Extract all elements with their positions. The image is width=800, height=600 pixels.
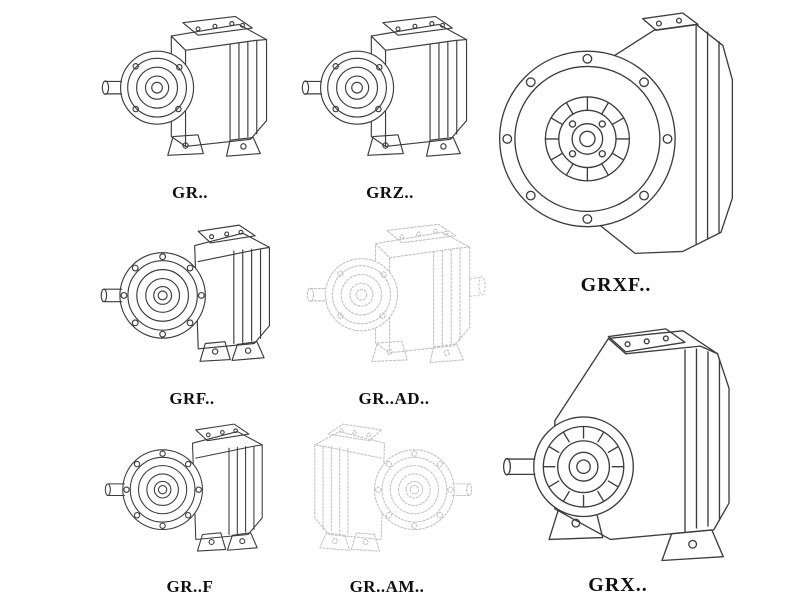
gearbox-drawing-grx: [492, 304, 744, 572]
figure-label-grz: GRZ..: [366, 183, 414, 202]
figure-grxf: GRXF..: [492, 2, 740, 298]
figure-grz: GRZ..: [296, 4, 484, 204]
gearbox-drawing-gram: [288, 410, 486, 576]
gearbox-drawing-grff: [92, 410, 288, 576]
figure-label-grad: GR..AD..: [358, 389, 430, 408]
figure-label-grx: GRX..: [588, 574, 648, 596]
gearbox-drawing-grf: [92, 210, 292, 388]
gearbox-drawing-grz: [296, 4, 484, 182]
figure-grf: GRF..: [92, 210, 292, 410]
figure-grad: GR..AD..: [292, 212, 496, 410]
gearbox-drawing-grxf: [492, 2, 740, 272]
figure-label-grf: GRF..: [169, 389, 215, 408]
adapter-shaft-detail: [469, 276, 486, 298]
figure-grx: GRX..: [492, 304, 744, 598]
figure-label-grxf: GRXF..: [580, 274, 652, 296]
figure-label-grff: GR..F: [166, 577, 214, 596]
gearbox-drawing-gr: [92, 4, 288, 182]
gearbox-drawing-grad: [292, 212, 486, 388]
figure-gr: GR..: [92, 4, 288, 204]
figure-gram: GR..AM..: [288, 410, 486, 598]
figure-label-gr: GR..: [172, 183, 208, 202]
figure-label-gram: GR..AM..: [349, 577, 425, 596]
figure-grff: GR..F: [92, 410, 288, 598]
